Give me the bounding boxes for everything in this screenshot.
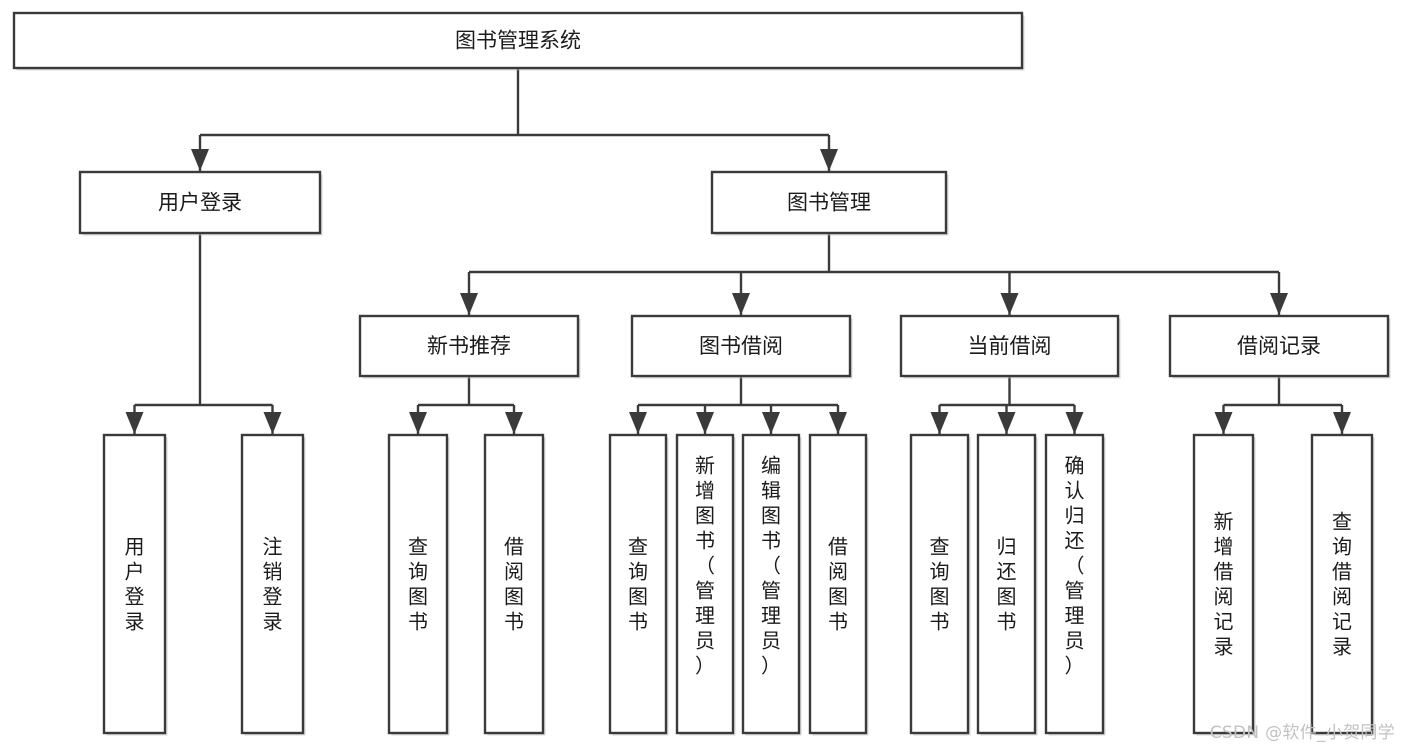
node-label: 用户登录	[125, 535, 145, 634]
arrow-head-icon	[1270, 293, 1288, 315]
node-leaf-add-record[interactable]: 新增借阅记录	[1192, 433, 1256, 736]
node-new-book-recommend[interactable]: 新书推荐	[358, 314, 581, 379]
arrow-head-icon	[629, 412, 647, 434]
nodes-layer: 图书管理系统用户登录图书管理新书推荐图书借阅当前借阅借阅记录用户登录注销登录查询…	[12, 11, 1391, 736]
node-leaf-query-book-3[interactable]: 查询图书	[909, 433, 971, 736]
watermark: CSDN @软件_小贺同学	[1209, 723, 1395, 743]
node-leaf-edit-book[interactable]: 编辑图书（管理员）	[741, 433, 802, 736]
node-label: 查询借阅记录	[1332, 510, 1352, 659]
node-leaf-query-book-2[interactable]: 查询图书	[608, 433, 669, 736]
node-label: 查询图书	[408, 535, 428, 634]
node-leaf-query-record[interactable]: 查询借阅记录	[1310, 433, 1375, 736]
node-label: 确认归还（管理员）	[1065, 454, 1085, 678]
node-leaf-user-login[interactable]: 用户登录	[102, 433, 168, 736]
node-current-borrow[interactable]: 当前借阅	[899, 314, 1121, 379]
arrow-head-icon	[696, 412, 714, 434]
arrow-head-icon	[125, 412, 144, 434]
node-leaf-add-book[interactable]: 新增图书（管理员）	[675, 433, 736, 736]
arrow-head-icon	[930, 412, 949, 434]
node-label: 新书推荐	[427, 334, 511, 358]
node-user-login[interactable]: 用户登录	[78, 170, 323, 236]
node-leaf-return-book[interactable]: 归还图书	[976, 433, 1038, 736]
arrow-head-icon	[732, 293, 750, 315]
node-label: 新增借阅记录	[1214, 510, 1234, 659]
arrow-head-icon	[997, 412, 1016, 434]
arrow-head-icon	[191, 149, 209, 171]
arrow-head-icon	[409, 412, 427, 434]
node-label: 新增图书（管理员）	[695, 454, 715, 678]
arrow-head-icon	[1333, 412, 1351, 434]
arrow-head-icon	[1065, 412, 1084, 434]
arrow-head-icon	[1214, 412, 1233, 434]
arrow-head-icon	[820, 149, 838, 171]
node-borrow-record[interactable]: 借阅记录	[1168, 314, 1391, 379]
node-label: 图书管理	[787, 191, 871, 215]
arrow-head-icon	[1000, 293, 1019, 315]
arrow-head-icon	[460, 293, 478, 315]
node-label: 归还图书	[997, 535, 1017, 634]
node-leaf-borrow-book-2[interactable]: 借阅图书	[808, 433, 869, 736]
node-label: 图书管理系统	[455, 29, 581, 53]
node-label: 借阅图书	[828, 535, 848, 634]
node-label: 借阅图书	[504, 535, 524, 634]
node-book-borrow[interactable]: 图书借阅	[630, 314, 853, 379]
node-leaf-borrow-book-1[interactable]: 借阅图书	[483, 433, 546, 736]
node-label: 查询图书	[628, 535, 648, 634]
node-leaf-confirm-return[interactable]: 确认归还（管理员）	[1044, 433, 1106, 736]
node-label: 借阅记录	[1237, 334, 1321, 358]
node-leaf-logout[interactable]: 注销登录	[240, 433, 306, 736]
node-root-root[interactable]: 图书管理系统	[12, 11, 1025, 71]
arrow-head-icon	[263, 412, 282, 434]
node-leaf-query-book-1[interactable]: 查询图书	[387, 433, 450, 736]
arrow-head-icon	[762, 412, 780, 434]
node-label: 图书借阅	[699, 334, 783, 358]
node-label: 当前借阅	[968, 334, 1052, 358]
node-label: 用户登录	[158, 191, 242, 215]
node-label: 查询图书	[930, 535, 950, 634]
arrow-head-icon	[505, 412, 523, 434]
node-label: 注销登录	[263, 535, 283, 634]
node-book-manage[interactable]: 图书管理	[710, 170, 949, 236]
edges-layer	[125, 68, 1351, 434]
node-label: 编辑图书（管理员）	[761, 454, 781, 678]
arrow-head-icon	[829, 412, 847, 434]
